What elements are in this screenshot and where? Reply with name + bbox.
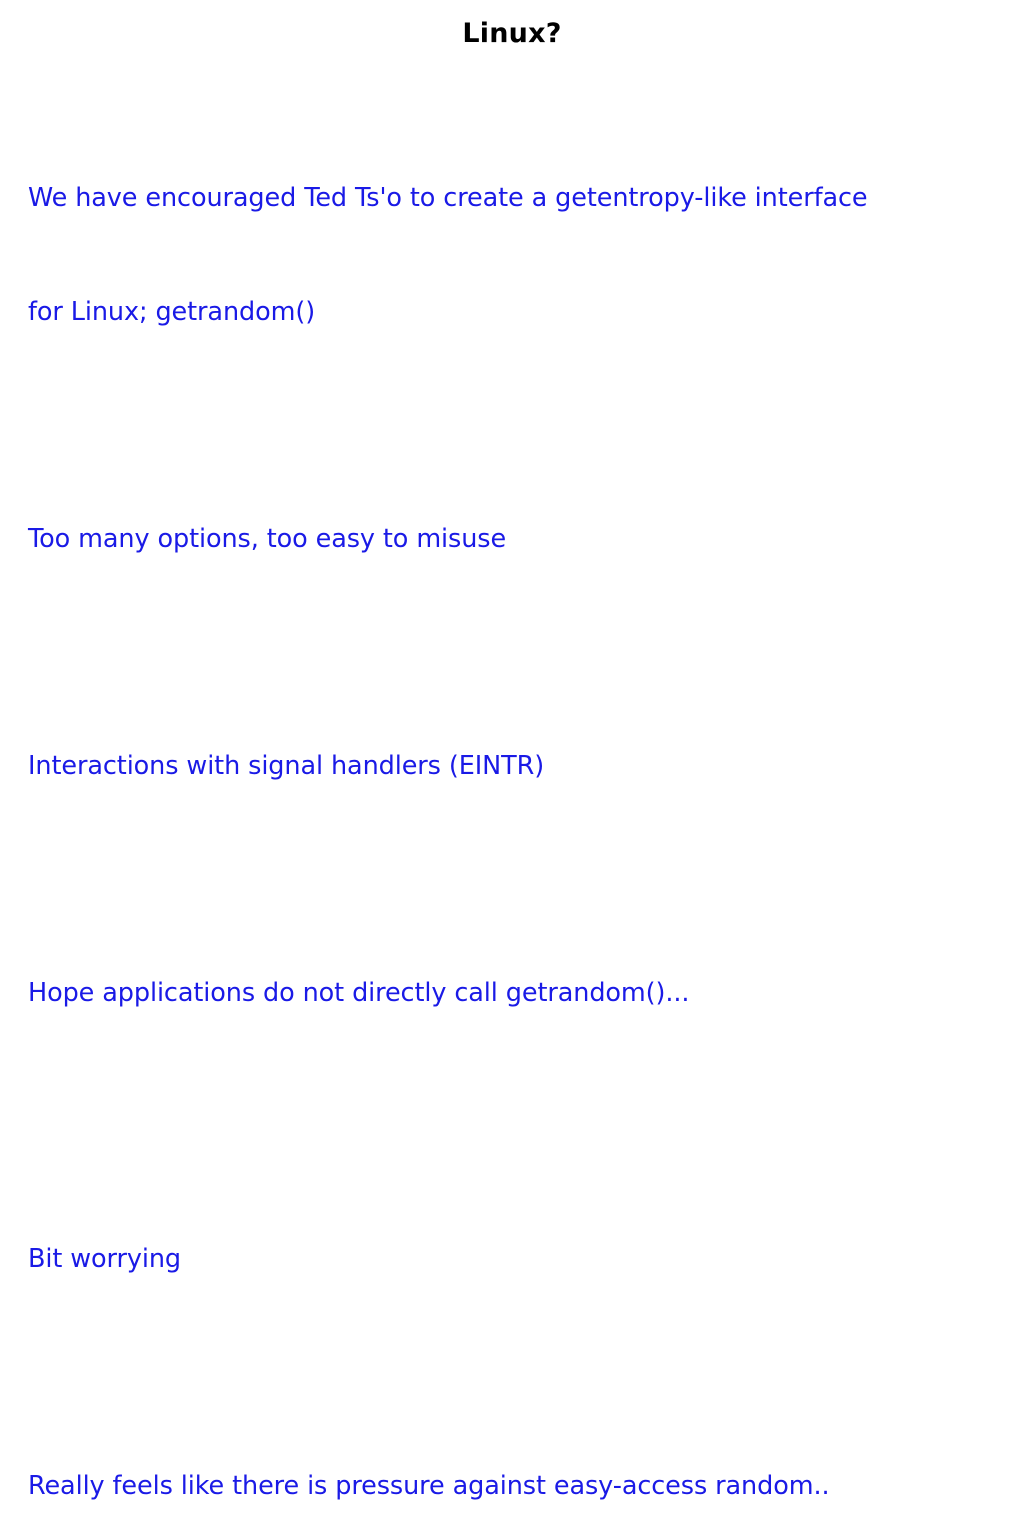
paragraph-spacer bbox=[28, 407, 988, 444]
bullet-line: Really feels like there is pressure agai… bbox=[28, 1471, 830, 1501]
paragraph-spacer bbox=[28, 1354, 988, 1391]
presentation-slide: Linux? We have encouraged Ted Ts'o to cr… bbox=[28, 18, 868, 1501]
slide-body: We have encouraged Ted Ts'o to create a … bbox=[28, 103, 988, 1536]
bullet-line: We have encouraged Ted Ts'o to create a … bbox=[28, 183, 868, 213]
bullet-pressure-against-easy-access: Really feels like there is pressure agai… bbox=[28, 1391, 988, 1536]
bullet-hope-applications: Hope applications do not directly call g… bbox=[28, 898, 988, 1088]
slide-title: Linux? bbox=[462, 18, 562, 49]
paragraph-spacer-large bbox=[28, 1088, 988, 1164]
bullet-line: Hope applications do not directly call g… bbox=[28, 978, 690, 1008]
paragraph-spacer bbox=[28, 634, 988, 671]
bullet-line: for Linux; getrandom() bbox=[28, 297, 316, 327]
bullet-signal-handlers-eintr: Interactions with signal handlers (EINTR… bbox=[28, 671, 988, 861]
bullet-line: Bit worrying bbox=[28, 1244, 181, 1274]
bullet-bit-worrying: Bit worrying bbox=[28, 1164, 988, 1354]
bullet-line: Too many options, too easy to misuse bbox=[28, 524, 507, 554]
bullet-getentropy-like-interface: We have encouraged Ted Ts'o to create a … bbox=[28, 103, 988, 407]
bullet-too-many-options: Too many options, too easy to misuse bbox=[28, 444, 988, 634]
bullet-line: Interactions with signal handlers (EINTR… bbox=[28, 751, 545, 781]
paragraph-spacer bbox=[28, 861, 988, 898]
